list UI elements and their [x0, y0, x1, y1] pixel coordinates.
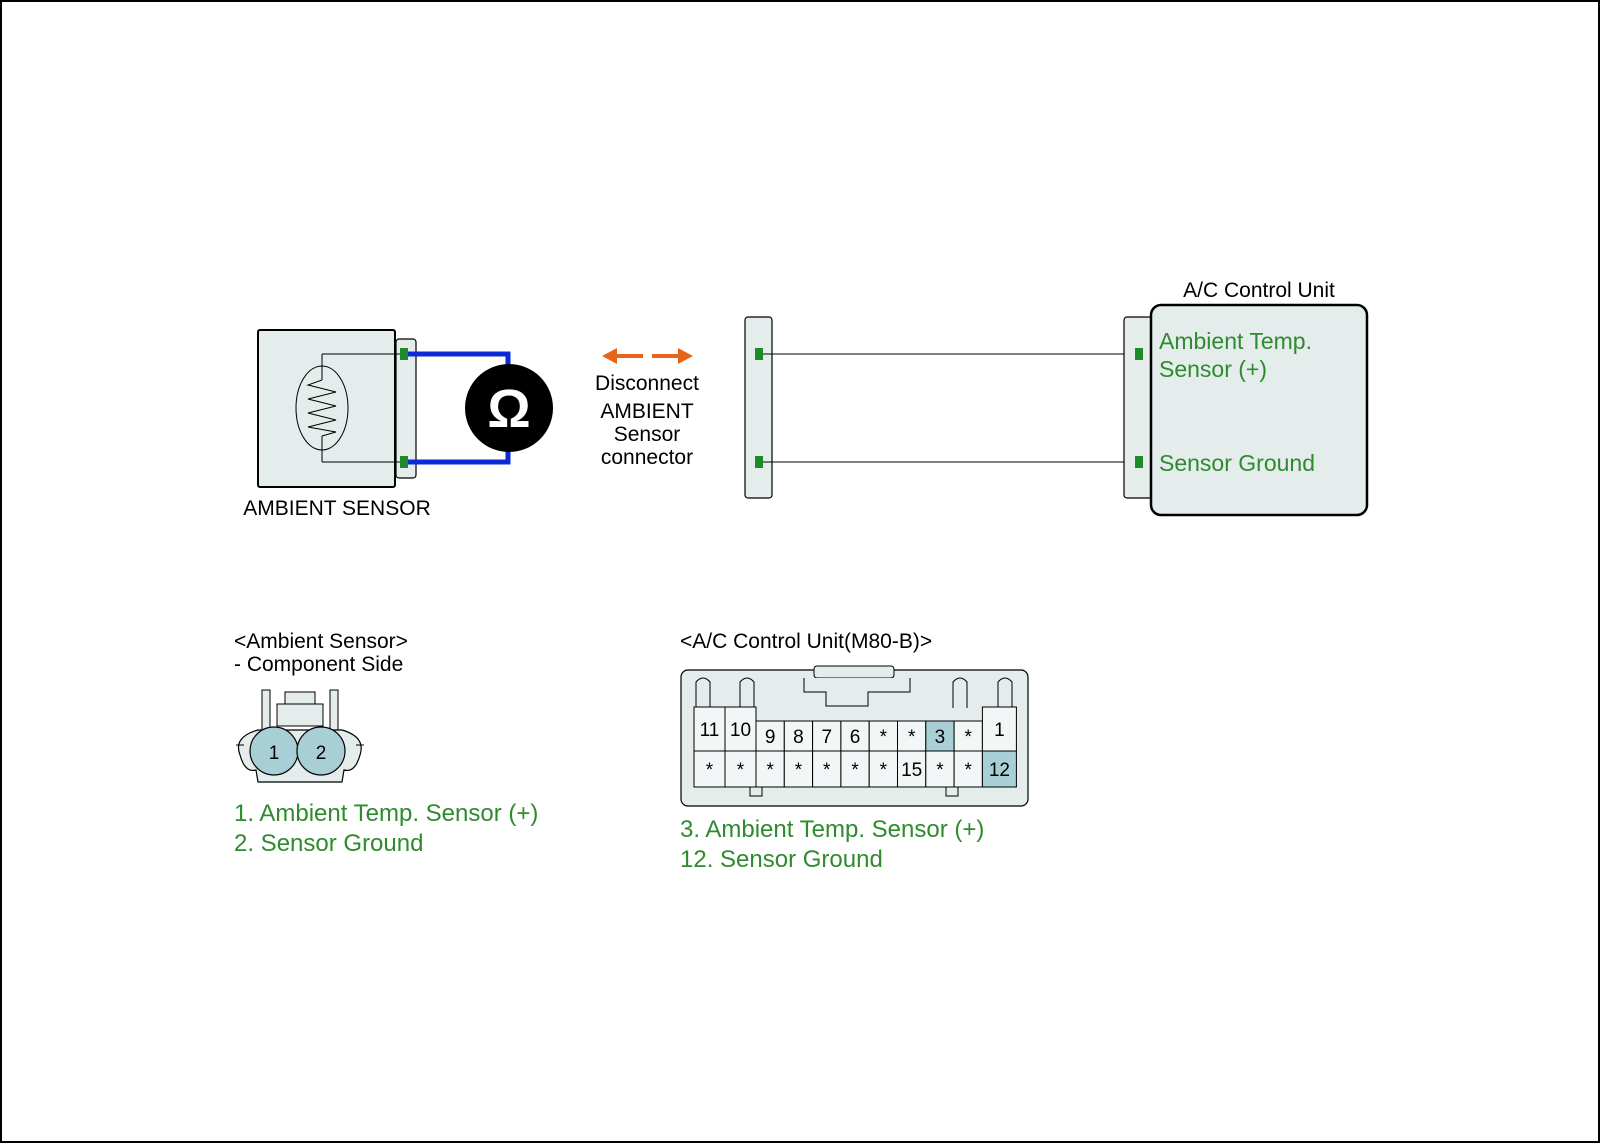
control-unit-body	[1149, 303, 1369, 517]
acu-pin-cell-bottom-3	[840, 750, 870, 788]
acu-terminal-b	[1135, 456, 1143, 468]
acu-pin-cell-top-5	[897, 720, 927, 752]
sensor-pin-1-label: 1	[269, 743, 280, 764]
acu-pin-label-bottom-7: *	[965, 760, 973, 781]
disconnect-line-4: connector	[601, 446, 693, 469]
acu-pin-label-top-3: 6	[850, 727, 861, 748]
sensor-terminal-1	[400, 348, 408, 360]
acu-pin-label-bottom-left-1: *	[737, 760, 745, 781]
acu-pin-label-top-4: *	[880, 727, 888, 748]
acu-pin-label-bottom-6: *	[936, 760, 944, 781]
acu-pin-cell-bottom-1	[783, 750, 814, 788]
acu-pin-label-bottom-right-0: 12	[989, 760, 1010, 781]
acu-pin-label-bottom-4: *	[880, 760, 888, 781]
ohm-meter-icon[interactable]: Ω	[465, 364, 553, 452]
harness-connector-body	[744, 316, 773, 499]
acu-pin-label-top-2: 7	[821, 727, 832, 748]
disconnect-line-3: Sensor	[614, 423, 681, 446]
acu-pin-label-top-7: *	[965, 727, 973, 748]
acu-pin-label-bottom-5: 15	[901, 760, 922, 781]
acu-pin-label-bottom-1: *	[795, 760, 803, 781]
disconnect-line-1: Disconnect	[595, 372, 699, 395]
acu-pin-label-top-right-0: 1	[994, 720, 1005, 741]
acu-pin-cell-top-0	[755, 720, 785, 752]
acu-pin-cell-top-left-1	[724, 706, 757, 752]
acu-terminal-a	[1135, 348, 1143, 360]
sensor-connector-face: 1 2	[236, 689, 364, 783]
ambient-sensor	[257, 329, 417, 488]
acu-pin-label-top-1: 8	[793, 727, 804, 748]
acu-pin-label-bottom-2: *	[823, 760, 831, 781]
control-unit-title: A/C Control Unit	[1183, 279, 1335, 302]
acu-pin-cell-top-6	[925, 720, 955, 752]
sensor-legend-1: 1. Ambient Temp. Sensor (+)	[234, 800, 538, 827]
disconnect-line-2: AMBIENT	[600, 400, 694, 423]
acu-connector-title: <A/C Control Unit(M80-B)>	[680, 630, 932, 653]
acu-pin-cell-top-left-0	[693, 706, 726, 752]
sensor-pin-2	[296, 726, 346, 776]
sensor-legend-2: 2. Sensor Ground	[234, 830, 423, 857]
acu-pin-label-top-6: 3	[935, 727, 946, 748]
acu-legend-1: 3. Ambient Temp. Sensor (+)	[680, 816, 984, 843]
meter-body	[465, 364, 553, 452]
sensor-connector-subtitle: - Component Side	[234, 653, 403, 676]
acu-pin-cell-top-3	[840, 720, 870, 752]
ambient-sensor-label: AMBIENT SENSOR	[243, 497, 430, 520]
acu-pin-b-label: Sensor Ground	[1159, 450, 1315, 476]
thermistor-icon	[295, 353, 404, 463]
acu-pin-cell-bottom-right-0	[981, 750, 1017, 788]
harness-connector	[744, 316, 773, 499]
acu-pin-label-top-left-0: 11	[700, 720, 720, 741]
acu-pin-cell-bottom-2	[812, 750, 842, 788]
acu-pin-label-bottom-left-0: *	[706, 760, 714, 781]
harness-terminal-b	[755, 456, 763, 468]
acu-pin-cell-top-1	[783, 720, 814, 752]
disconnect-note: Disconnect AMBIENT Sensor connector	[595, 372, 699, 469]
control-unit-connector	[1123, 316, 1155, 499]
sensor-pin-2-label: 2	[316, 743, 327, 764]
acu-pin-label-top-left-1: 10	[730, 720, 751, 741]
acu-legend-2: 12. Sensor Ground	[680, 846, 883, 873]
acu-pin-a-label-2: Sensor (+)	[1159, 356, 1267, 382]
harness-terminal-a	[755, 348, 763, 360]
control-unit	[1123, 303, 1369, 517]
acu-pin-label-top-0: 9	[765, 727, 776, 748]
acu-pin-label-top-5: *	[908, 727, 916, 748]
acu-pin-label-bottom-0: *	[766, 760, 774, 781]
acu-pin-a-label-1: Ambient Temp.	[1159, 328, 1312, 354]
acu-pin-label-bottom-3: *	[851, 760, 859, 781]
meter-symbol: Ω	[487, 379, 530, 439]
double-arrow-icon	[602, 348, 693, 364]
sensor-terminal-2	[400, 456, 408, 468]
sensor-connector-title: <Ambient Sensor>	[234, 630, 408, 653]
